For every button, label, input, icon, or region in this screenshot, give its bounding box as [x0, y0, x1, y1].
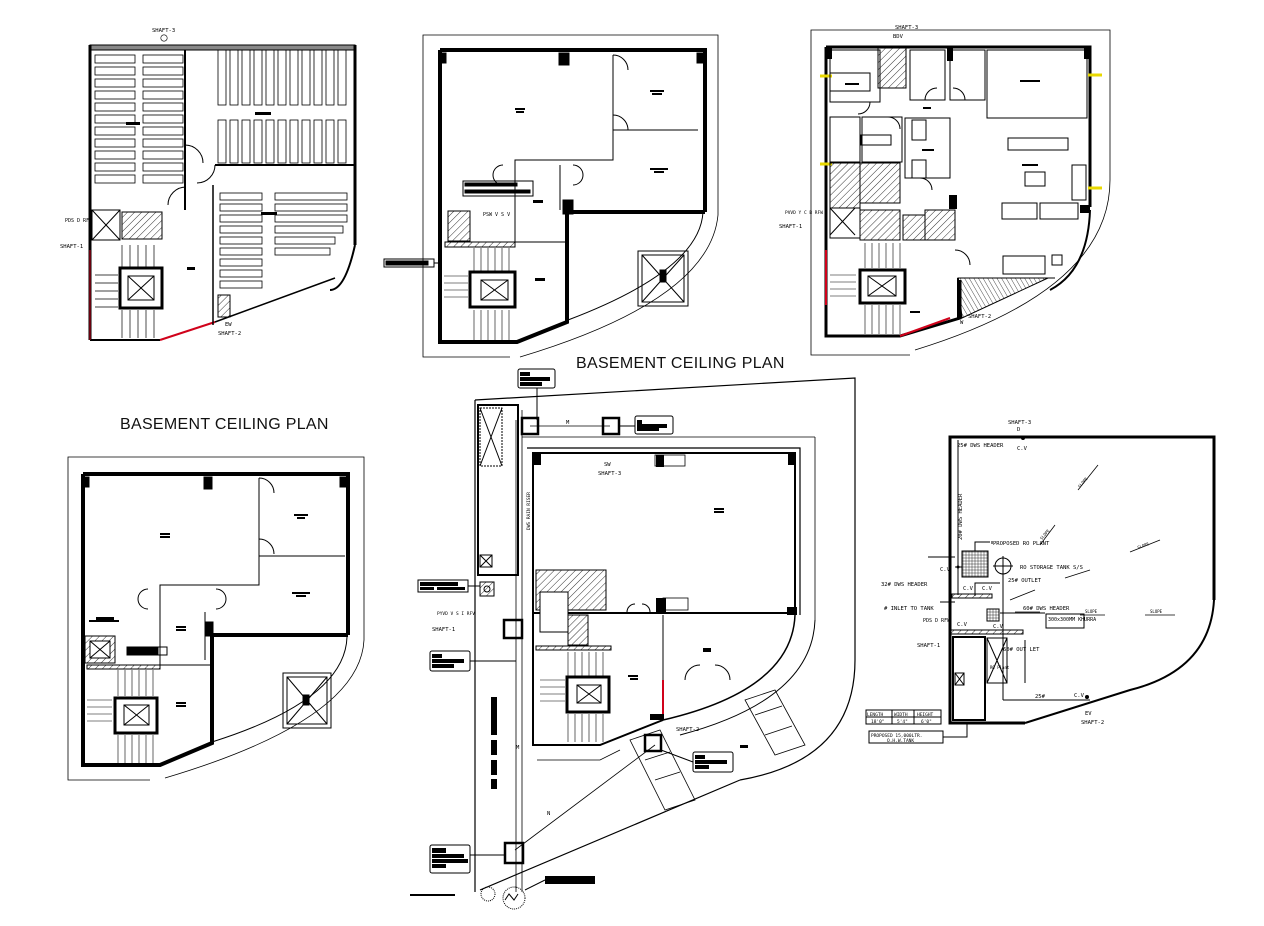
ro-storage-tank: RO STORAGE TANK S/S [1020, 565, 1083, 571]
shaft-3-label: SHAFT-3 [1008, 420, 1031, 426]
ro-plant-small: RO Plant [990, 665, 1010, 670]
shaft-1-label: SHAFT-1 [60, 244, 83, 250]
slope-2: SLOPE [1039, 528, 1051, 541]
shaft-1-tags: PVVD Y C B RFW [785, 210, 823, 216]
cv-low: C.V [957, 622, 968, 628]
header-20-vertical: 20# DWS HEADER [958, 493, 964, 540]
shaft-3-tags: BDV [893, 34, 904, 40]
shaft-1-label: SHAFT-1 [917, 643, 940, 649]
shaft-tags: PSW V S V [483, 212, 510, 218]
shaft-1-tags: PDS D RFW [923, 618, 951, 624]
tank-table-header-height: HEIGHT [917, 712, 934, 718]
header-25: 25# DWS HEADER [957, 443, 1004, 449]
slope-3: SLOPE [1137, 541, 1151, 550]
shaft-2-tags: EW [225, 322, 232, 328]
cv-mid: C.V [963, 586, 974, 592]
tank-caption-1: PROPOSED 15,000LTR. [871, 733, 922, 739]
outlet-25: 25# OUTLET [1008, 578, 1042, 584]
tank-table-length: 18'0" [871, 719, 885, 725]
shaft-2-tag: W [960, 320, 964, 326]
riser-label: DWS RAIN RISER [526, 492, 532, 530]
north-tag: N [547, 811, 550, 817]
tank-table-header-length: LENGTH [867, 712, 884, 718]
tank-caption-2: O.H.W.TANK [887, 738, 914, 744]
tank-table-width: 5'4" [897, 719, 908, 725]
cv-left: C.V [940, 567, 951, 573]
proposed-ro-plant: PROPOSED RO PLANT [993, 541, 1050, 547]
cv-top: C.V [1017, 446, 1028, 452]
pipe-25: 25# [1035, 694, 1046, 700]
outlet-60: 60# OUT LET [1003, 647, 1040, 653]
header-60: 60# DWS HEADER [1023, 606, 1070, 612]
shaft-1-tags: PDS D RFW [65, 218, 93, 224]
shaft-1-tags: PYVD V S I RFV [437, 611, 475, 617]
shaft-3-label: SHAFT-3 [598, 471, 621, 477]
shaft-3-label: SHAFT-3 [895, 25, 918, 31]
inlet-to-tank: # INLET TO TANK [884, 606, 934, 612]
shaft-2-label: SHAFT-2 [1081, 720, 1104, 726]
slope-5: SLOPE [1085, 609, 1098, 614]
shaft-2-label: SHAFT-2 [676, 727, 699, 733]
tank-table-height: 6'0" [921, 719, 932, 725]
shaft-3-tags: SW [604, 462, 611, 468]
shaft-2-label: SHAFT-2 [218, 331, 241, 337]
header-32: 32# DWS HEADER [881, 582, 928, 588]
plan-title-left: BASEMENT CEILING PLAN [120, 416, 329, 433]
manhole-tag: M [566, 420, 570, 426]
cv-low-2: C.V [993, 624, 1004, 630]
manhole-tag-2: M [516, 745, 520, 751]
shaft-1-label: SHAFT-1 [432, 627, 455, 633]
slope-4: SLOPE [1150, 609, 1163, 614]
shaft-3-label: SHAFT-3 [152, 28, 175, 34]
plan-title-top: BASEMENT CEILING PLAN [576, 355, 785, 372]
shaft-1-label: SHAFT-1 [779, 224, 802, 230]
shaft-2-tags: EV [1085, 711, 1092, 717]
shaft-2-label: SHAFT-2 [968, 314, 991, 320]
cv-bottom: C.V [1074, 693, 1085, 699]
shaft-3-tag: D [1017, 427, 1020, 433]
tank-table-header-width: WIDTH [894, 712, 908, 718]
khurra-label: 300x300MM KHURRA [1048, 617, 1096, 623]
slope-1: SLOPE [1077, 476, 1089, 489]
cv-mid-2: C.V [982, 586, 993, 592]
